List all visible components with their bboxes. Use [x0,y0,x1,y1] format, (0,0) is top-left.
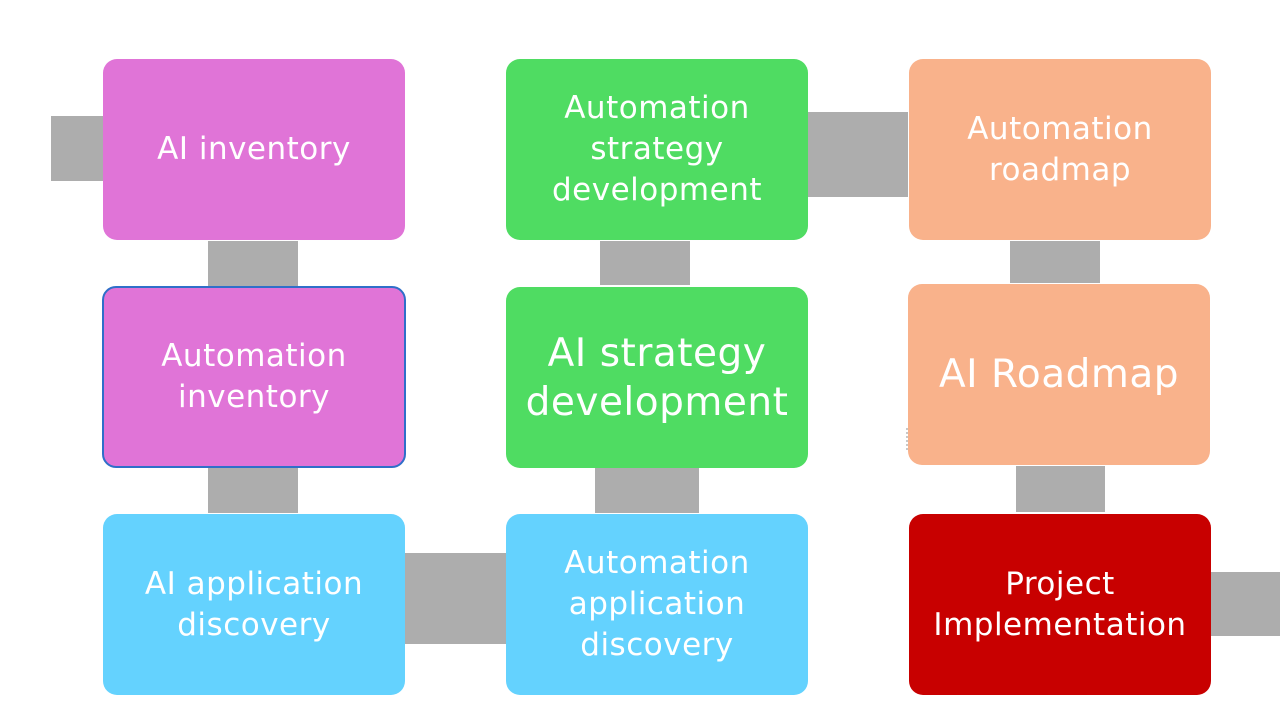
automation-strategy-development-box[interactable]: Automation strategy development [506,59,808,240]
ai-roadmap-box[interactable]: AI Roadmap [908,284,1210,465]
automation-inventory-box[interactable]: Automation inventory [102,286,406,468]
ai-inventory-label: AI inventory [157,131,351,167]
automation-roadmap-label: Automation roadmap [967,110,1153,188]
connector-right-stub [1211,572,1280,636]
project-implementation-label: Project Implementation [933,565,1187,643]
connector-automation-strategy-to-automation-roadmap [808,112,908,197]
ai-strategy-development-box[interactable]: AI strategy development [506,287,808,468]
connector-ai-inventory-to-automation-inventory [208,241,298,286]
automation-strategy-development-label: Automation strategy development [552,90,762,208]
connector-ai-strategy-to-automation-strategy [600,241,690,285]
ai-application-discovery-box[interactable]: AI application discovery [103,514,405,695]
connector-ai-discovery-to-automation-discovery [405,553,506,644]
ai-application-discovery-label: AI application discovery [144,565,364,643]
automation-application-discovery-box[interactable]: Automation application discovery [506,514,808,695]
automation-inventory-label: Automation inventory [161,338,347,415]
project-implementation-box[interactable]: Project Implementation [909,514,1211,695]
ai-strategy-development-label: AI strategy development [525,330,789,425]
ai-inventory-box[interactable]: AI inventory [103,59,405,240]
automation-application-discovery-label: Automation application discovery [564,545,750,663]
automation-roadmap-box[interactable]: Automation roadmap [909,59,1211,240]
connector-automation-roadmap-to-ai-roadmap [1010,241,1100,283]
connector-ai-roadmap-to-project-implementation [1016,466,1105,512]
selection-handle [906,428,914,450]
ai-roadmap-label: AI Roadmap [938,352,1180,397]
connector-automation-discovery-to-ai-strategy [595,468,699,513]
connector-left-stub [51,116,107,181]
connector-automation-inventory-to-ai-application-discovery [208,468,298,513]
